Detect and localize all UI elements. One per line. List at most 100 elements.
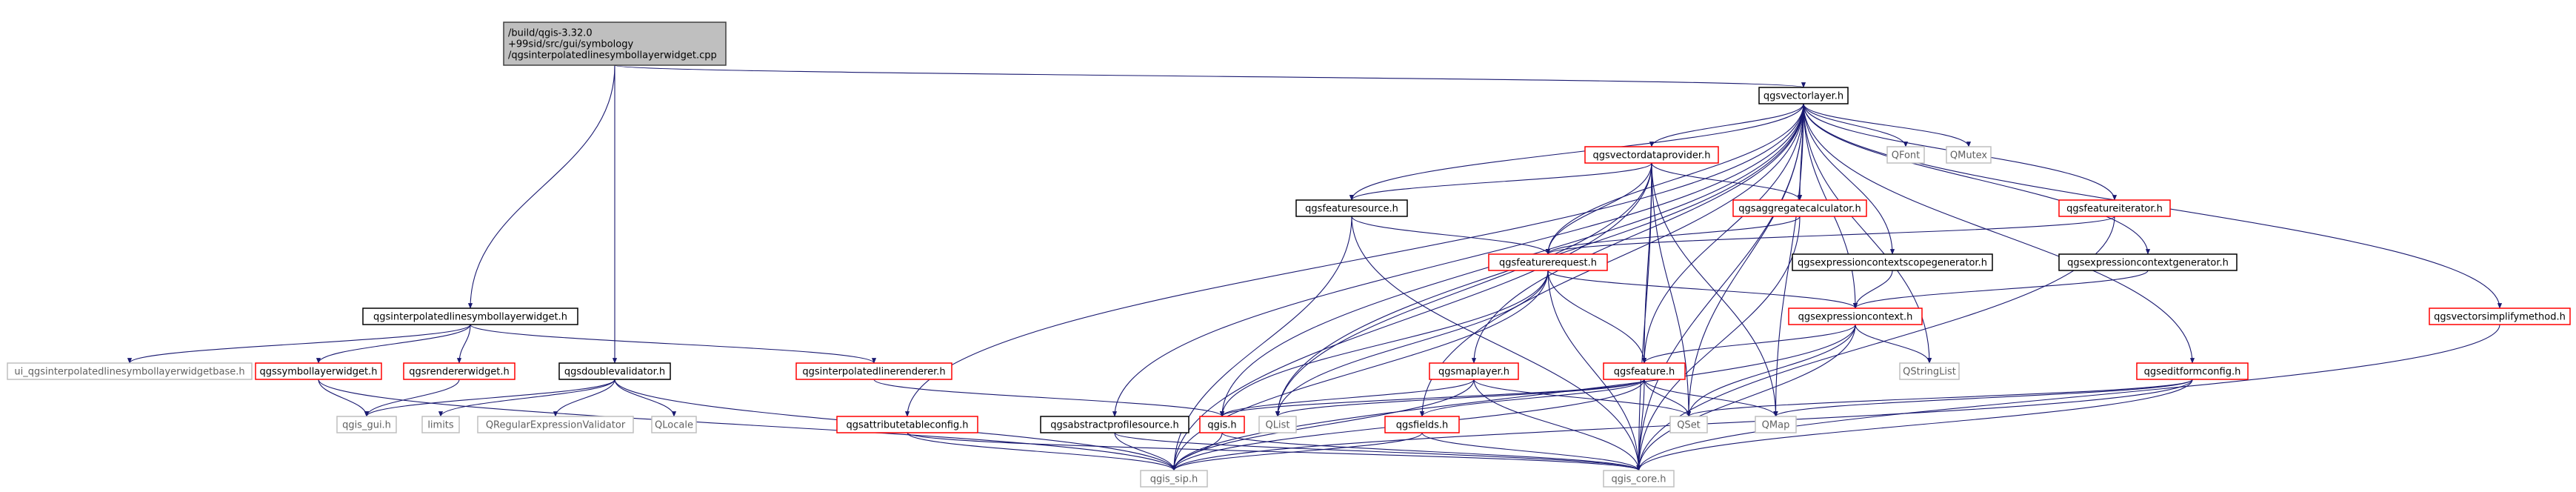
node-qgsvectorsimplifymethod_h[interactable]: qgsvectorsimplifymethod.h xyxy=(2429,308,2571,325)
edge-qgsmaplayer_h-to-qgis_h xyxy=(1220,379,1475,417)
node-box-qgsabstractprofilesource_h xyxy=(1040,416,1189,433)
edge-qgsrendererwidget_h-to-qgis_gui_h xyxy=(364,379,460,417)
edge-qgsvectorlayer_h-to-qmap xyxy=(1773,103,1804,417)
node-qgsfeatureiterator_h[interactable]: qgsfeatureiterator.h xyxy=(2058,199,2171,217)
node-box-qfont xyxy=(1886,146,1925,164)
node-box-qgis_gui_h xyxy=(336,416,397,433)
node-qgsinterpolatedlinesymbollayerwidget_h[interactable]: qgsinterpolatedlinesymbollayerwidget.h xyxy=(362,308,578,325)
node-box-qmap xyxy=(1755,416,1797,433)
edge-qgsfeaturerequest_h-to-qgis_sip_h xyxy=(1171,270,1549,471)
node-box-qlocale xyxy=(651,416,697,433)
node-box-qgsdoublevalidator_h xyxy=(558,362,671,380)
node-label-qgsfeatureiterator_h: qgsfeatureiterator.h xyxy=(2066,204,2163,215)
edge-qgsvectorlayer_h-to-qgsfeaturerequest_h xyxy=(1545,103,1804,255)
node-qgsabstractprofilesource_h[interactable]: qgsabstractprofilesource.h xyxy=(1040,416,1189,433)
node-qgsfeaturesource_h[interactable]: qgsfeaturesource.h xyxy=(1295,199,1408,217)
node-label-qlocale: QLocale xyxy=(655,420,693,431)
node-box-qgsaggregatecalculator_h xyxy=(1732,199,1867,217)
node-label-qgsattributetableconfig_h: qgsattributetableconfig.h xyxy=(846,420,968,431)
edge-qgsvectorsimplifymethod_h-to-qgis_core_h xyxy=(1636,324,2500,471)
edge-qgsfeatureiterator_h-to-qgsfeaturerequest_h xyxy=(1546,216,2115,255)
node-label-qgsfeature_h: qgsfeature.h xyxy=(1614,367,1675,378)
node-qgsexpressioncontextgenerator_h[interactable]: qgsexpressioncontextgenerator.h xyxy=(2058,253,2238,271)
node-label-qgsexpressioncontext_h: qgsexpressioncontext.h xyxy=(1798,312,1913,323)
node-root[interactable]: /build/qgis-3.32.0+99sid/src/gui/symbolo… xyxy=(503,21,727,66)
edge-qgseditformconfig_h-to-qgis_core_h xyxy=(1636,379,2193,471)
node-box-qgssymbollayerwidget_h xyxy=(255,362,382,380)
edge-qgsfeature_h-to-qlist xyxy=(1275,379,1645,417)
node-box-limits xyxy=(421,416,460,433)
edge-qgsfeature_h-to-qgis_h xyxy=(1220,379,1645,417)
node-label-qgsfields_h: qgsfields.h xyxy=(1396,420,1448,431)
edge-qgsexpressioncontext_h-to-qgsfeature_h xyxy=(1642,324,1856,364)
node-box-qgsrendererwidget_h xyxy=(403,362,515,380)
node-label-qmap: QMap xyxy=(1762,420,1790,431)
node-qlocale: QLocale xyxy=(651,416,697,433)
node-label-qgsaggregatecalculator_h: qgsaggregatecalculator.h xyxy=(1738,204,1861,215)
edge-qgsaggregatecalculator_h-to-qgis_core_h xyxy=(1636,216,1801,471)
node-qgis_h[interactable]: qgis.h xyxy=(1199,416,1245,433)
node-label-qgsfeaturerequest_h: qgsfeaturerequest.h xyxy=(1499,258,1597,269)
node-qgsattributetableconfig_h[interactable]: qgsattributetableconfig.h xyxy=(836,416,978,433)
node-box-qgsfeaturesource_h xyxy=(1295,199,1408,217)
edge-qgsvectorlayer_h-to-qgsfields_h xyxy=(1419,103,1804,417)
node-box-qset xyxy=(1669,416,1708,433)
node-qgsaggregatecalculator_h[interactable]: qgsaggregatecalculator.h xyxy=(1732,199,1867,217)
edge-qgsvectordataprovider_h-to-qgsfeaturesource_h xyxy=(1349,162,1652,201)
node-box-qgsvectorlayer_h xyxy=(1758,87,1849,104)
node-qgsfields_h[interactable]: qgsfields.h xyxy=(1384,416,1460,433)
edge-qgsabstractprofilesource_h-to-qgis_core_h xyxy=(1114,432,1641,471)
node-qgis_sip_h: qgis_sip.h xyxy=(1140,470,1208,488)
node-qgsmaplayer_h[interactable]: qgsmaplayer.h xyxy=(1429,362,1519,380)
edge-qgseditformconfig_h-to-qmap xyxy=(1773,379,2193,417)
edge-qgsfeature_h-to-qgis_core_h xyxy=(1636,379,1645,471)
edge-qgsvectorlayer_h-to-qgseditformconfig_h xyxy=(1803,103,2195,364)
edge-qgsvectorlayer_h-to-qgsvectordataprovider_h xyxy=(1649,103,1804,147)
node-label-qgsvectordataprovider_h: qgsvectordataprovider.h xyxy=(1593,150,1711,162)
node-qmap: QMap xyxy=(1755,416,1797,433)
node-label-root: +99sid/src/gui/symbology xyxy=(508,39,633,50)
node-box-qgis_sip_h xyxy=(1140,470,1208,488)
edge-qgsvectorlayer_h-to-qgsfeature_h xyxy=(1641,103,1804,364)
edge-qgsfeaturesource_h-to-qgis_core_h xyxy=(1351,216,1641,471)
node-label-qgsrendererwidget_h: qgsrendererwidget.h xyxy=(409,367,509,378)
node-qgsinterpolatedlinerenderer_h[interactable]: qgsinterpolatedlinerenderer.h xyxy=(795,362,952,380)
node-qgsexpressioncontext_h[interactable]: qgsexpressioncontext.h xyxy=(1788,308,1923,325)
node-label-qgsvectorsimplifymethod_h: qgsvectorsimplifymethod.h xyxy=(2434,312,2566,323)
nodes-layer: /build/qgis-3.32.0+99sid/src/gui/symbolo… xyxy=(7,21,2571,488)
edge-qgsdoublevalidator_h-to-limits xyxy=(438,379,615,417)
edge-qgsinterpolatedlinesymbollayerwidget_h-to-qgsinterpolatedlinerenderer_h xyxy=(470,324,876,364)
node-qmutex: QMutex xyxy=(1946,146,1992,164)
node-box-qgsinterpolatedlinesymbollayerwidget_h xyxy=(362,308,578,325)
edge-qgsvectordataprovider_h-to-qlist xyxy=(1275,162,1652,417)
node-label-qgsmaplayer_h: qgsmaplayer.h xyxy=(1438,367,1509,378)
node-qgsexpressioncontextscopegenerator_h[interactable]: qgsexpressioncontextscopegenerator.h xyxy=(1792,253,1993,271)
node-qgsfeature_h[interactable]: qgsfeature.h xyxy=(1603,362,1686,380)
node-qgsvectordataprovider_h[interactable]: qgsvectordataprovider.h xyxy=(1584,146,1719,164)
edge-qgsvectordataprovider_h-to-qset xyxy=(1651,162,1692,417)
node-box-qgis_core_h xyxy=(1603,470,1675,488)
node-qgsrendererwidget_h[interactable]: qgsrendererwidget.h xyxy=(403,362,515,380)
edge-qgsvectorlayer_h-to-qgsfeaturesource_h xyxy=(1349,103,1804,201)
node-box-qgsinterpolatedlinerenderer_h xyxy=(795,362,952,380)
node-box-qgsexpressioncontextgenerator_h xyxy=(2058,253,2238,271)
edge-qgsvectordataprovider_h-to-qgsfeaturerequest_h xyxy=(1545,162,1652,255)
node-qgsvectorlayer_h[interactable]: qgsvectorlayer.h xyxy=(1758,87,1849,104)
node-box-qgsexpressioncontextscopegenerator_h xyxy=(1792,253,1993,271)
node-label-qregexpvalidator: QRegularExpressionValidator xyxy=(486,420,626,431)
edge-root-to-qgsvectorlayer_h xyxy=(614,64,1806,88)
node-qgsdoublevalidator_h[interactable]: qgsdoublevalidator.h xyxy=(558,362,671,380)
node-qgsfeaturerequest_h[interactable]: qgsfeaturerequest.h xyxy=(1488,253,1608,271)
node-qfont: QFont xyxy=(1886,146,1925,164)
node-box-qgsexpressioncontext_h xyxy=(1788,308,1923,325)
node-qgseditformconfig_h[interactable]: qgseditformconfig.h xyxy=(2136,362,2249,380)
node-label-ui_base: ui_qgsinterpolatedlinesymbollayerwidgetb… xyxy=(14,367,244,378)
node-box-qgsmaplayer_h xyxy=(1429,362,1519,380)
node-qgssymbollayerwidget_h[interactable]: qgssymbollayerwidget.h xyxy=(255,362,382,380)
edge-qgssymbollayerwidget_h-to-qgis_sip_h xyxy=(318,379,1176,471)
node-label-qgsdoublevalidator_h: qgsdoublevalidator.h xyxy=(564,367,665,378)
edge-qgsinterpolatedlinesymbollayerwidget_h-to-qgsrendererwidget_h xyxy=(456,324,471,364)
node-box-qgseditformconfig_h xyxy=(2136,362,2249,380)
node-label-qgsabstractprofilesource_h: qgsabstractprofilesource.h xyxy=(1050,420,1179,431)
